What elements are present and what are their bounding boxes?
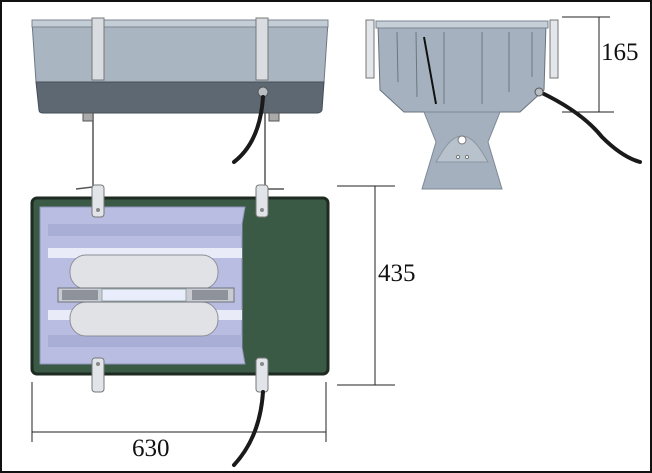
latch-clip-right bbox=[255, 17, 269, 81]
lamp-tube-upper bbox=[69, 254, 219, 290]
stand-plate bbox=[435, 135, 489, 163]
stand-pivot-hole bbox=[457, 135, 467, 145]
bracket-bolt-left bbox=[82, 112, 94, 122]
top-clip-1 bbox=[91, 184, 105, 218]
latch-clip-left bbox=[91, 17, 105, 81]
power-cable-side bbox=[232, 95, 265, 164]
side-view bbox=[31, 17, 329, 190]
lamp-tube-lower bbox=[69, 301, 219, 337]
top-clip-2 bbox=[255, 184, 269, 218]
power-cable-end bbox=[538, 90, 642, 164]
dimension-label-165: 165 bbox=[601, 39, 639, 66]
dimension-label-630: 630 bbox=[132, 435, 170, 462]
mount-bracket-left bbox=[75, 113, 100, 190]
end-clip-right bbox=[549, 19, 559, 79]
end-housing-rim bbox=[375, 20, 549, 29]
top-clip-3 bbox=[91, 357, 105, 393]
end-housing bbox=[377, 23, 547, 113]
dimension-435: 435 bbox=[337, 185, 416, 386]
dimension-630: 630 bbox=[31, 382, 327, 462]
side-housing-upper bbox=[31, 21, 329, 83]
top-view bbox=[30, 184, 330, 467]
end-clip-left bbox=[365, 19, 375, 79]
side-housing-rim bbox=[31, 19, 329, 28]
power-cable-top bbox=[232, 390, 265, 467]
end-view bbox=[365, 19, 642, 190]
dimension-165: 165 bbox=[562, 16, 639, 113]
end-internal-rod bbox=[423, 36, 437, 105]
bracket-bolt-right bbox=[268, 112, 280, 122]
side-housing-lower bbox=[35, 81, 325, 114]
dimension-label-435: 435 bbox=[378, 260, 416, 287]
top-clip-4 bbox=[255, 357, 269, 393]
mount-bracket-right bbox=[264, 113, 284, 190]
